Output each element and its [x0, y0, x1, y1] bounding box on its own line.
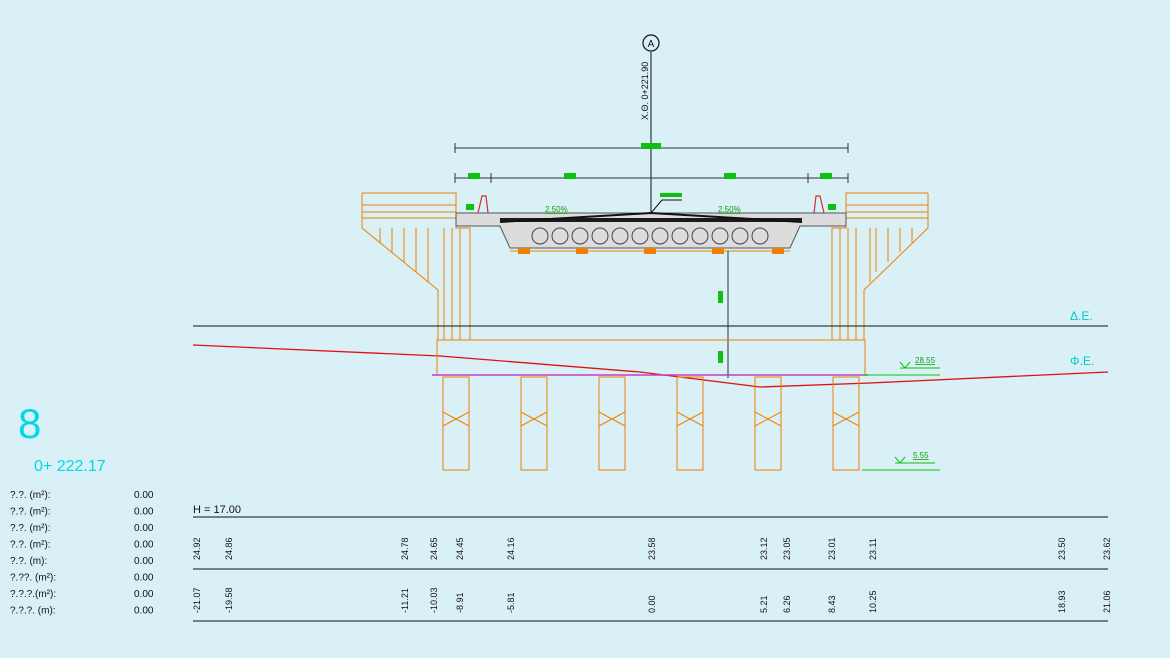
offset-value: -10.03: [429, 587, 439, 613]
axis-label: X.Θ. 0+221.90: [640, 62, 650, 120]
offset-value: 10.25: [868, 590, 878, 613]
quantity-label: ?.?. (m²):: [10, 490, 51, 501]
design-level-label: Δ.Ε.: [1070, 309, 1093, 323]
pile-5: [754, 376, 782, 471]
left-abutment: [361, 192, 471, 341]
section-number: 8: [18, 400, 41, 447]
pile-4: [676, 376, 704, 471]
elevation-value: 23.62: [1102, 537, 1112, 560]
dimension-lower: 5.55: [913, 451, 929, 460]
quantity-value: 0.00: [134, 573, 154, 584]
elevation-value: 24.86: [224, 537, 234, 560]
quantity-value: 0.00: [134, 606, 154, 617]
elevation-value: 23.05: [782, 537, 792, 560]
elevation-value: 24.45: [455, 537, 465, 560]
offset-value: 8.43: [827, 595, 837, 613]
deck-slab: 2.50% 2.50%: [455, 193, 847, 254]
offset-value: -19.58: [224, 587, 234, 613]
profile-table: [193, 516, 1108, 622]
slope-label-right: 2.50%: [718, 205, 741, 214]
chainage-label: 0+ 222.17: [34, 458, 106, 475]
quantities-table: ?.?. (m²): 0.00 ?.?. (m²): 0.00 ?.?. (m²): 0.…: [10, 490, 154, 617]
quantity-value: 0.00: [134, 490, 154, 501]
quantity-label: ?.?. (m²):: [10, 507, 51, 518]
elevation-value: 23.11: [868, 538, 878, 560]
offset-value: 6.26: [782, 595, 792, 613]
clearance-line: [718, 251, 729, 378]
elevation-value: 23.12: [759, 537, 769, 560]
quantity-label: ?.?.?. (m):: [10, 606, 56, 617]
offset-value: 5.21: [759, 595, 769, 613]
elevation-value: 23.50: [1057, 537, 1067, 560]
elevation-value: 24.92: [192, 537, 202, 560]
quantity-label: ?.??. (m²):: [10, 573, 56, 584]
quantity-value: 0.00: [134, 556, 154, 567]
axis-symbol: A: [648, 39, 655, 50]
quantity-value: 0.00: [134, 523, 154, 534]
elevation-value: 24.65: [429, 537, 439, 560]
offset-value: -11.21: [400, 588, 410, 613]
quantity-value: 0.00: [134, 507, 154, 518]
ground-line: [192, 344, 1109, 388]
piles: [442, 376, 860, 471]
quantity-value: 0.00: [134, 540, 154, 551]
slope-label-left: 2.50%: [545, 205, 568, 214]
pile-6: [832, 376, 860, 471]
right-dimensions: 28.55 5.55: [862, 356, 940, 471]
pile-2: [520, 376, 548, 471]
pile-1: [442, 376, 470, 471]
pile-3: [598, 376, 626, 471]
pile-cap: [432, 339, 868, 376]
elevation-value: 24.16: [506, 537, 516, 560]
offset-value: 21.06: [1102, 590, 1112, 613]
offset-value: 0.00: [647, 595, 657, 613]
quantity-label: ?.?. (m²):: [10, 523, 51, 534]
elevation-value: 24.78: [400, 537, 410, 560]
centerline: A X.Θ. 0+221.90: [640, 34, 660, 213]
datum-label: H = 17.00: [193, 504, 241, 516]
ground-level-label: Φ.Ε.: [1070, 354, 1094, 368]
quantity-label: ?.?.?.(m²):: [10, 589, 56, 600]
elevation-value: 23.58: [647, 537, 657, 560]
offset-row: -21.07 -19.58 -11.21 -10.03 -8.91 -5.81 0.00 5.…: [192, 587, 1112, 613]
quantity-label: ?.?. (m²):: [10, 540, 51, 551]
offset-value: 18.93: [1057, 590, 1067, 613]
elevation-value: 23.01: [827, 537, 837, 560]
elevation-row: 24.92 24.86 24.78 24.65 24.45 24.16 23.58 23.12…: [192, 537, 1112, 560]
offset-value: -8.91: [455, 592, 465, 613]
quantity-label: ?.?. (m):: [10, 556, 47, 567]
offset-value: -5.81: [506, 592, 516, 613]
dimension-markers: [468, 143, 832, 179]
offset-value: -21.07: [192, 587, 202, 613]
dimension-upper: 28.55: [915, 356, 936, 365]
quantity-value: 0.00: [134, 589, 154, 600]
